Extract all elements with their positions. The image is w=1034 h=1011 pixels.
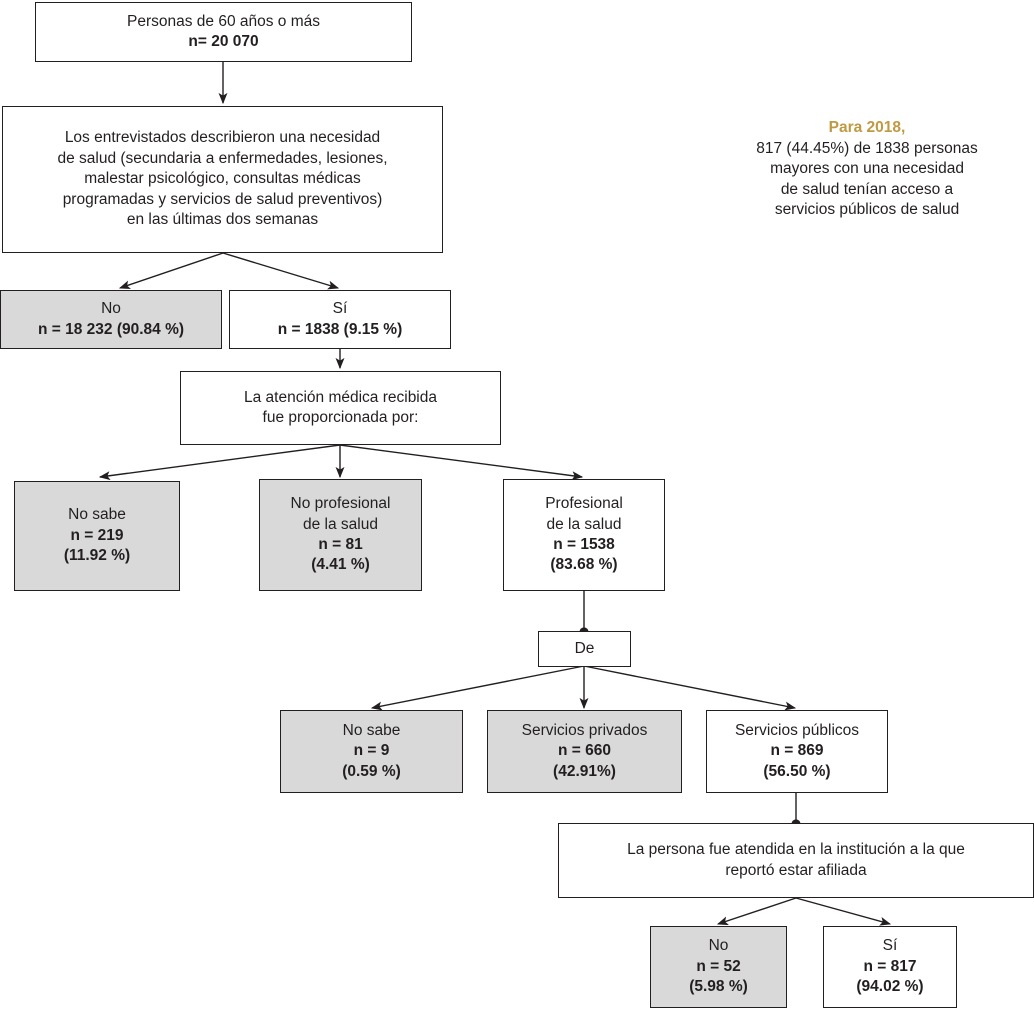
node-care-unknown-pct: (11.92 %)	[63, 547, 131, 565]
node-need-yes[interactable]: Sí n = 1838 (9.15 %)	[229, 290, 451, 349]
node-source-unknown-label: No sabe	[342, 721, 401, 739]
node-source-private-pct: (42.91%)	[553, 762, 616, 780]
node-source-public[interactable]: Servicios públicos n = 869 (56.50 %)	[706, 710, 888, 793]
summary-annotation-line-3: de salud tenían acceso a	[780, 180, 954, 198]
summary-annotation: Para 2018, 817 (44.45%) de 1838 personas…	[700, 118, 1034, 221]
node-total-population-value: n= 20 070	[188, 33, 259, 50]
node-affiliation-yes-pct: (94.02 %)	[856, 978, 924, 996]
need-line-4: programadas y servicios de salud prevent…	[62, 190, 383, 208]
need-line-3: malestar psicológico, consultas médicas	[84, 170, 361, 188]
node-care-nonprofessional[interactable]: No profesional de la salud n = 81 (4.41 …	[259, 479, 422, 591]
summary-annotation-line-1: 817 (44.45%) de 1838 personas	[756, 139, 978, 157]
node-care-provided-by[interactable]: La atención médica recibida fue proporci…	[180, 371, 501, 445]
need-line-1: Los entrevistados describieron una neces…	[64, 129, 381, 147]
node-need-yes-label: Sí	[332, 300, 348, 318]
node-care-professional-line-2: de la salud	[546, 515, 622, 533]
node-need-no-label: No	[101, 300, 121, 318]
node-source-unknown-value: n = 9	[353, 742, 390, 760]
node-source-public-pct: (56.50 %)	[763, 762, 831, 780]
affiliation-line-2: reportó estar afiliada	[725, 861, 867, 879]
node-affiliation-no-value: n = 52	[696, 957, 741, 975]
node-care-nonprofessional-value: n = 81	[318, 536, 363, 553]
node-care-unknown-value: n = 219	[70, 526, 124, 544]
node-care-unknown[interactable]: No sabe n = 219 (11.92 %)	[14, 481, 180, 591]
node-source-private-value: n = 660	[558, 742, 611, 760]
node-care-professional-value: n = 1538	[553, 536, 615, 553]
node-care-professional-line-1: Profesional	[545, 495, 623, 513]
node-need-no-value: n = 18 232 (90.84 %)	[37, 320, 185, 338]
node-affiliation-no[interactable]: No n = 52 (5.98 %)	[650, 926, 787, 1008]
need-line-2: de salud (secundaria a enfermedades, les…	[57, 149, 388, 167]
summary-annotation-header: Para 2018,	[828, 119, 906, 136]
node-source-public-value: n = 869	[770, 742, 824, 760]
care-by-line-1: La atención médica recibida	[243, 388, 437, 406]
node-source-unknown-pct: (0.59 %)	[342, 762, 401, 780]
summary-annotation-line-4: servicios públicos de salud	[774, 201, 960, 219]
node-care-nonprofessional-line-1: No profesional	[290, 495, 391, 513]
node-affiliation-yes-label: Sí	[882, 937, 898, 955]
node-care-nonprofessional-pct: (4.41 %)	[311, 556, 370, 574]
node-need-yes-value: n = 1838 (9.15 %)	[277, 320, 403, 338]
node-source-question[interactable]: De	[538, 631, 631, 667]
node-need-no[interactable]: No n = 18 232 (90.84 %)	[0, 290, 222, 349]
node-source-unknown[interactable]: No sabe n = 9 (0.59 %)	[280, 710, 463, 793]
affiliation-line-1: La persona fue atendida en la institució…	[627, 841, 965, 859]
node-total-population[interactable]: Personas de 60 años o más n= 20 070	[35, 2, 412, 62]
node-source-question-label: De	[574, 639, 595, 657]
node-health-need-description[interactable]: Los entrevistados describieron una neces…	[2, 106, 443, 253]
node-source-private[interactable]: Servicios privados n = 660 (42.91%)	[487, 710, 682, 793]
node-affiliation-no-pct: (5.98 %)	[689, 978, 748, 996]
node-care-unknown-label: No sabe	[68, 506, 126, 524]
node-affiliation-question[interactable]: La persona fue atendida en la institució…	[558, 823, 1034, 898]
node-affiliation-yes-value: n = 817	[863, 957, 917, 975]
need-line-5: en las últimas dos semanas	[126, 211, 319, 229]
node-care-professional[interactable]: Profesional de la salud n = 1538 (83.68 …	[503, 479, 665, 591]
node-affiliation-yes[interactable]: Sí n = 817 (94.02 %)	[823, 926, 957, 1008]
node-total-population-label: Personas de 60 años o más	[126, 12, 320, 30]
node-source-public-label: Servicios públicos	[734, 721, 860, 739]
summary-annotation-line-2: mayores con una necesidad	[770, 160, 964, 178]
node-care-nonprofessional-line-2: de la salud	[303, 515, 378, 533]
node-source-private-label: Servicios privados	[521, 721, 648, 739]
node-affiliation-no-label: No	[708, 937, 729, 955]
node-care-professional-pct: (83.68 %)	[550, 556, 618, 574]
care-by-line-2: fue proporcionada por:	[262, 409, 419, 426]
